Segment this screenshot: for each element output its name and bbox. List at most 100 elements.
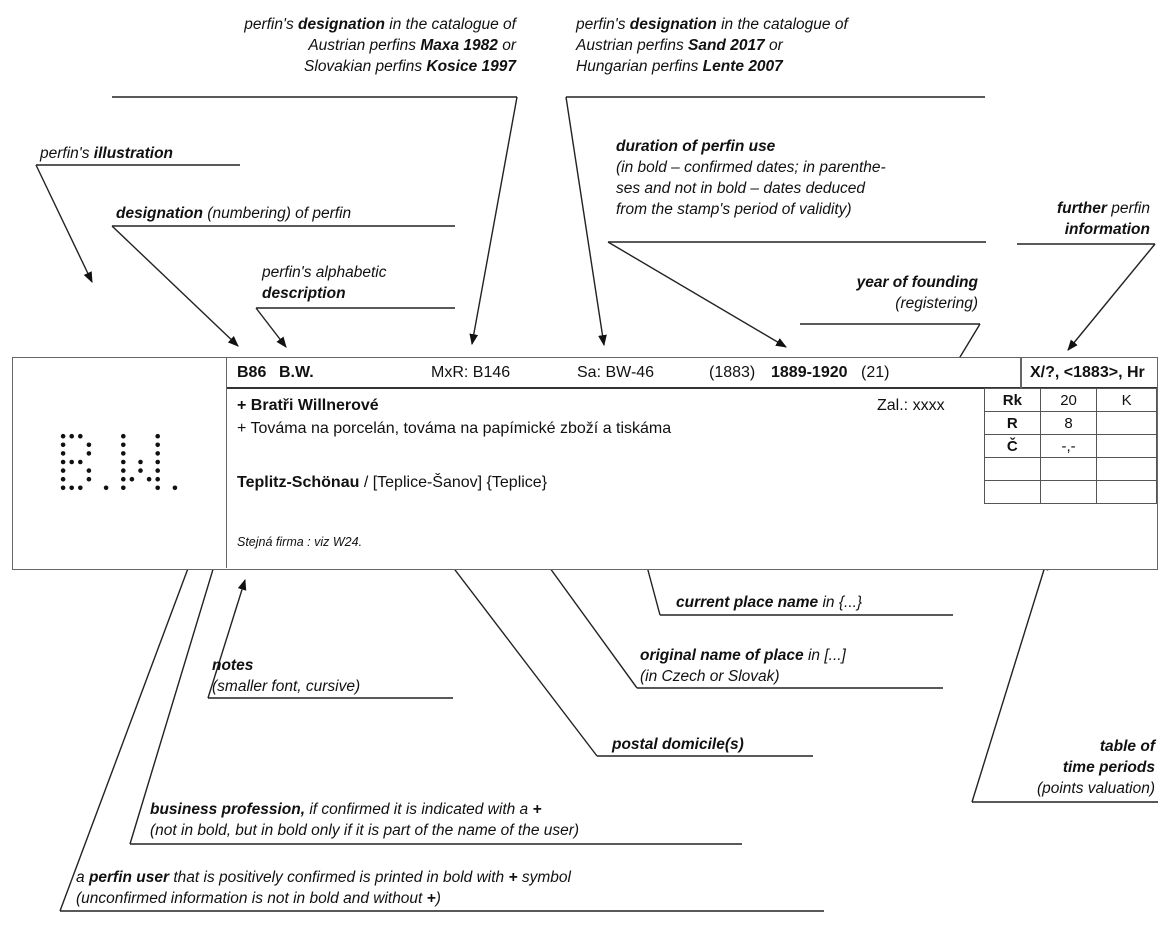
perfin-dot [60, 459, 66, 465]
alphabetic-description: B.W. [279, 364, 314, 381]
label-notes: notes (smaller font, cursive) [212, 657, 361, 695]
sand-arrow [565, 96, 607, 347]
perfin-dot [138, 459, 143, 465]
perfin-dot [121, 459, 126, 465]
perfin-dot [155, 485, 160, 491]
perfin-dot [155, 468, 160, 473]
perfin-dot [121, 442, 126, 448]
business-profession: + Továma na porcelán, továma na papímick… [237, 420, 672, 437]
time-period-period-cell [984, 457, 1041, 481]
perfin-dot [121, 433, 126, 439]
perfin-dot [69, 433, 74, 439]
time-period-points-cell: 8 [1039, 411, 1098, 435]
time-period-extra-cell [1096, 411, 1157, 435]
label-table-periods: table of time periods (points valuation) [1036, 738, 1155, 797]
perfin-dot [121, 476, 126, 482]
label-alphabetic: perfin's alphabetic description [262, 264, 387, 302]
label-designation: designation (numbering) of perfin [116, 205, 352, 222]
perfin-dot [155, 433, 160, 439]
perfin-dot [121, 451, 126, 456]
perfin-dot [86, 451, 92, 456]
perfin-dot [69, 485, 74, 491]
perfin-dot [78, 459, 83, 465]
table-arrow [971, 558, 1049, 803]
record-header: B86 B.W. MxR: B146 Sa: BW-46 (1883) 1889… [227, 358, 1157, 389]
founding-year-header: (1883) [709, 364, 756, 381]
notes-arrow [207, 578, 247, 699]
duration-of-use: 1889-1920 [771, 364, 848, 381]
perfin-dot [146, 476, 152, 482]
label-current-place: current place name in {...} [676, 594, 863, 611]
time-period-row [984, 480, 1157, 504]
designation-arrow [111, 225, 239, 347]
label-business: business profession, if confirmed it is … [150, 801, 580, 839]
perfin-dot [69, 459, 74, 465]
perfin-dot [155, 442, 160, 448]
perfin-dot [86, 442, 92, 448]
time-period-period-cell: Č [984, 434, 1041, 458]
duration-extra: (21) [861, 364, 890, 381]
perfin-dot [172, 485, 178, 491]
label-user: a perfin user that is positively confirm… [76, 869, 571, 907]
perfin-user: + Bratři Willnerové [237, 397, 379, 414]
perfin-dot [121, 485, 126, 491]
label-postal: postal domicile(s) [612, 736, 744, 753]
label-founding: year of founding (registering) [856, 274, 978, 312]
time-period-row: Č-,- [984, 434, 1157, 458]
perfin-dot [60, 485, 66, 491]
perfin-dot [155, 476, 160, 482]
perfin-dot [86, 468, 92, 473]
maxa-reference: MxR: B146 [431, 364, 511, 381]
perfin-dot [155, 451, 160, 456]
time-period-period-cell: R [984, 411, 1041, 435]
perfin-dot [60, 468, 66, 473]
postal-domicile: Teplitz-Schönau / [Teplice-Šanov] {Tepli… [237, 474, 548, 491]
label-maxa: perfin's designation in the catalogue of… [244, 16, 516, 75]
time-period-extra-cell: K [1096, 388, 1157, 412]
time-period-period-cell [984, 480, 1041, 504]
sand-reference: Sa: BW-46 [577, 364, 655, 381]
duration-arrow [607, 241, 787, 348]
time-period-points-cell: -,- [1039, 434, 1098, 458]
header-separator [1020, 358, 1022, 389]
label-further: further perfin information [1056, 200, 1150, 238]
label-sand: perfin's designation in the catalogue of… [576, 16, 848, 75]
further-information: X/?, <1883>, Hr [1030, 364, 1145, 381]
perfin-dot [129, 476, 135, 482]
alphabetic-arrow [255, 307, 287, 348]
illustration-arrow [35, 164, 93, 283]
perfin-dot [86, 476, 92, 482]
time-period-points-cell [1039, 480, 1098, 504]
perfin-dot [155, 459, 160, 465]
record-body: + Bratři Willnerové Zal.: xxxx + Továma … [227, 388, 1157, 569]
time-period-extra-cell [1096, 480, 1157, 504]
perfin-dot [138, 468, 143, 473]
time-period-extra-cell [1096, 457, 1157, 481]
perfin-dot [78, 433, 83, 439]
time-period-period-cell: Rk [984, 388, 1041, 412]
perfin-dot [60, 476, 66, 482]
perfin-dot [103, 485, 109, 491]
record-notes: Stejná firma : viz W24. [237, 535, 363, 549]
perfin-dot [78, 485, 83, 491]
maxa-arrow [469, 96, 518, 346]
label-duration: duration of perfin use (in bold – confir… [616, 138, 886, 218]
perfin-illustration [13, 358, 227, 568]
perfin-dot [60, 433, 66, 439]
catalogue-record: B86 B.W. MxR: B146 Sa: BW-46 (1883) 1889… [12, 357, 1158, 570]
time-period-points-cell [1039, 457, 1098, 481]
founded-field: Zal.: xxxx [877, 397, 945, 414]
further-arrow [1067, 243, 1156, 351]
perfin-dot [121, 468, 126, 473]
perfin-dot [60, 442, 66, 448]
designation-code: B86 [237, 364, 267, 381]
label-illustration: perfin's illustration [40, 145, 174, 162]
label-original-place: original name of place in [...] (in Czec… [640, 647, 846, 685]
time-period-row [984, 457, 1157, 481]
time-period-extra-cell [1096, 434, 1157, 458]
time-period-points-cell: 20 [1039, 388, 1098, 412]
perfin-dot-pattern [60, 433, 178, 491]
